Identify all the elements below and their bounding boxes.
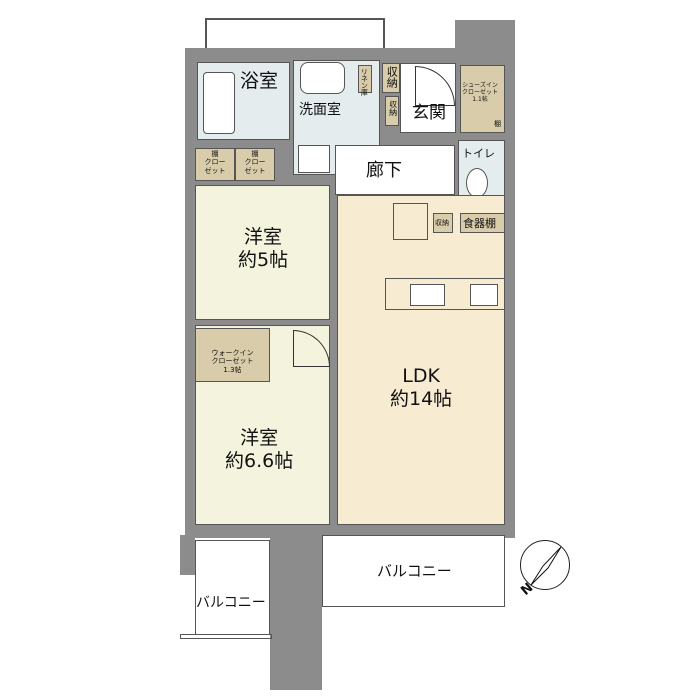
western2-label: 洋室約6.6帖 [225,427,293,473]
room-name: 洋室 [244,226,283,248]
shelf-label: 棚 [251,150,259,158]
storage-1: 収納 [382,63,400,93]
linen-label: リネン庫 [360,68,369,96]
shelf-label: 棚 [494,120,501,128]
stove-icon [470,284,498,306]
room-name: 洋室 [240,427,279,449]
label-line: クローゼット [211,357,254,366]
compass-icon [520,540,570,590]
ldk[interactable] [337,195,505,525]
balcony-left [195,540,270,635]
room-size: 約6.6帖 [225,449,294,472]
storage-3: 収納 [433,213,453,233]
label-line: 1.3帖 [223,365,242,374]
pipe-space [393,203,428,240]
western1-label: 洋室約5帖 [238,226,288,272]
room-name: LDK [402,365,440,387]
left-railing [180,634,272,639]
washer-pan [298,145,330,173]
hallway-label: 廊下 [366,160,402,181]
storage-label: 収納 [435,219,449,227]
label-line: クロー [204,158,226,167]
room-size: 約5帖 [238,248,289,271]
wall-segment [455,20,515,50]
room-size: 約14帖 [390,387,453,410]
western-room-1[interactable] [195,185,330,320]
label-line: クロー [244,158,266,167]
label-line: ゼット [244,166,266,175]
wall-segment [270,535,322,690]
linen-storage: リネン庫 [358,65,372,96]
toilet-label: トイレ [462,147,495,160]
wall-segment [180,535,195,575]
closet-label: 棚クローゼット [236,150,274,175]
storage-2: 収納 [385,96,399,126]
closet-a: 棚クローゼット [195,148,235,181]
label-line: シューズイン [462,82,498,89]
closet-label: 棚クローゼット [196,150,234,175]
washroom-label: 洗面室 [299,102,341,118]
sink [300,62,345,94]
cupboard: 食器棚 [460,213,505,233]
kitchen-sink [410,284,445,306]
storage-label: 収納 [385,66,399,88]
storage-label: 収納 [388,100,398,116]
balcony-right [322,535,505,607]
top-railing [205,18,385,50]
balcony-right-label: バルコニー [377,562,452,580]
bathtub [203,72,235,134]
compass-arrow-icon [530,546,562,586]
cupboard-label: 食器棚 [463,217,496,230]
label-line: クローゼット [462,89,499,97]
entrance-label: 玄関 [412,103,446,123]
closet-b: 棚クローゼット [235,148,275,181]
label-line: ウォークイン [211,349,254,357]
toilet-bowl-icon [466,168,488,198]
hallway[interactable] [335,145,455,195]
balcony-left-label: バルコニー [196,595,266,611]
label-line: ゼット [204,166,226,175]
label-line: 1.1帖 [472,96,488,104]
shelf-label: 棚 [211,150,219,158]
bath-label: 浴室 [240,70,279,92]
